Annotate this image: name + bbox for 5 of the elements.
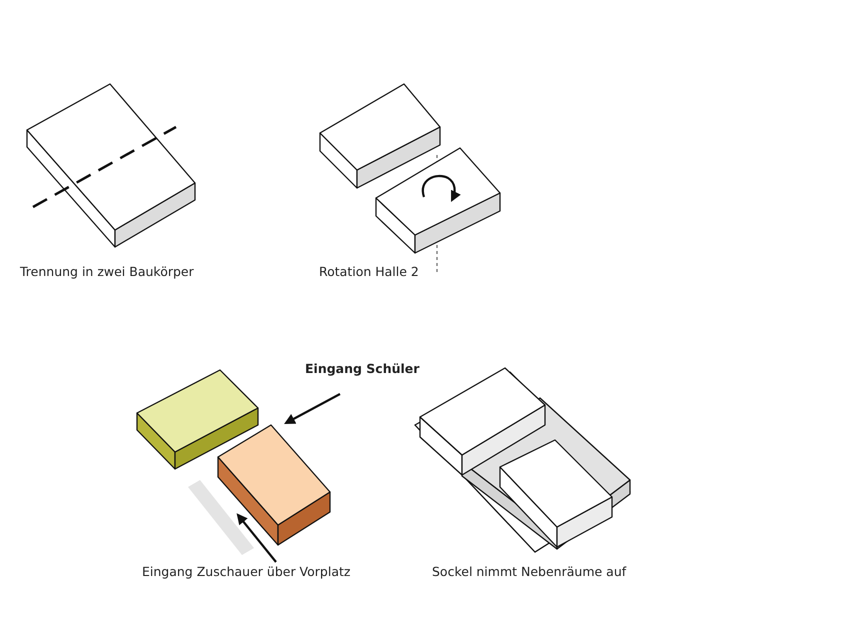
- caption: Trennung in zwei Baukörper: [20, 263, 194, 281]
- caption: Sockel nimmt Nebenräume auf: [432, 563, 626, 581]
- caption: Eingang Zuschauer über Vorplatz: [142, 563, 350, 581]
- caption: Rotation Halle 2: [319, 263, 419, 281]
- caption: Eingang Schüler: [305, 360, 420, 378]
